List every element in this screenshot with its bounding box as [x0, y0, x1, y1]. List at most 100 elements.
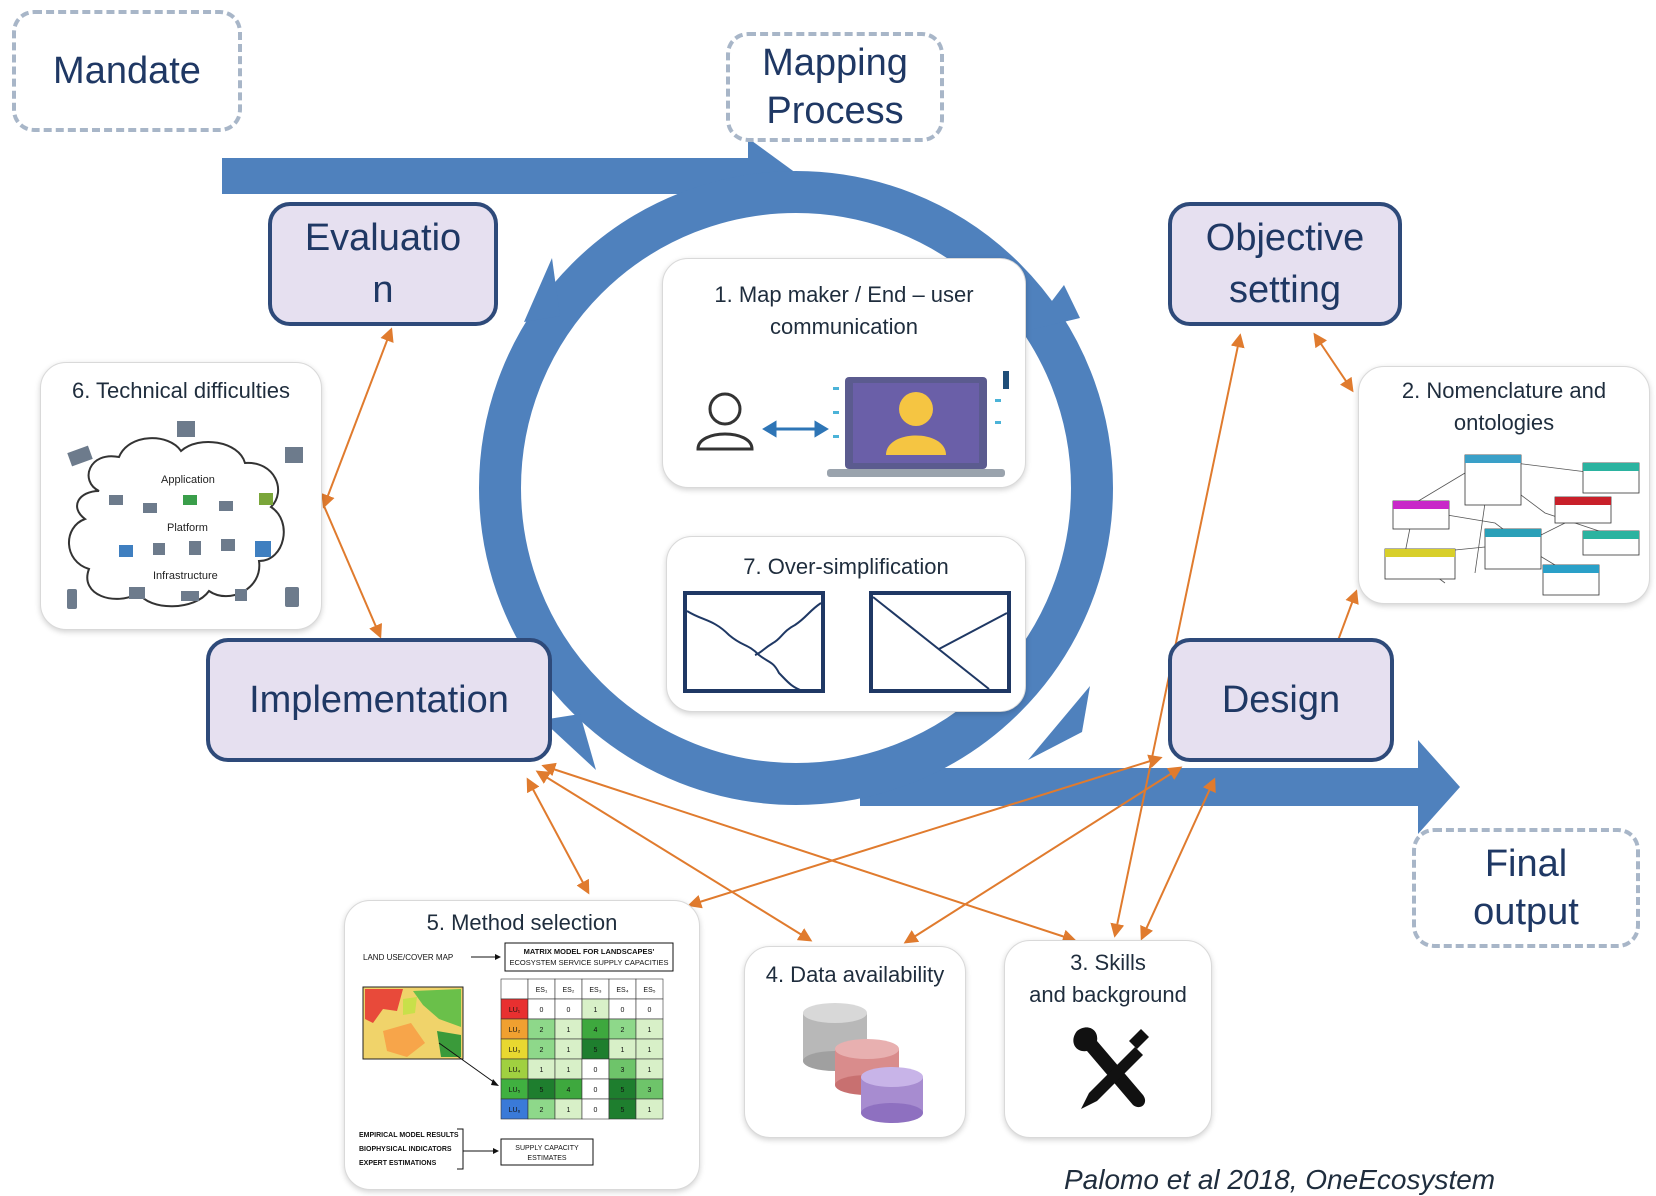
input-expert: EXPERT ESTIMATIONS	[359, 1160, 437, 1167]
stage-implementation-text: Implementation	[249, 679, 509, 721]
challenge-skills-title: 3. Skills and background	[1005, 947, 1211, 1011]
method-figure: LAND USE/COVER MAP MATRIX MODEL FOR LAND…	[359, 942, 674, 1170]
ontology-classes	[1384, 454, 1640, 596]
link-design-data	[903, 766, 1183, 944]
citation-text: Palomo et al 2018, OneEcosystem	[1064, 1164, 1496, 1195]
matrix-title-line-1: MATRIX MODEL FOR LANDSCAPES'	[524, 947, 655, 956]
matrix-cell-value: 5	[594, 1047, 598, 1054]
matrix-cell-value: 2	[540, 1107, 544, 1114]
laptop-icon	[827, 377, 1005, 477]
matrix-cell-value: 4	[567, 1087, 571, 1094]
matrix-cell-value: 0	[567, 1007, 571, 1014]
matrix-cell-value: 5	[621, 1107, 625, 1114]
link-technical-implementation	[323, 505, 382, 639]
complex-boundary-map	[683, 591, 825, 693]
oversimplification-illustration	[683, 591, 1011, 693]
double-arrow-icon	[762, 420, 829, 438]
matrix-row-label: LU₂	[509, 1027, 521, 1034]
matrix-cell-value: 1	[594, 1007, 598, 1014]
stage-objective-setting: Objective setting	[1168, 202, 1402, 326]
mapping-process-label: Mapping Process	[726, 32, 944, 142]
matrix-cell-value: 0	[648, 1007, 652, 1014]
matrix-cell-value: 0	[540, 1007, 544, 1014]
matrix-cell-value: 1	[567, 1047, 571, 1054]
link-objective-skills	[1110, 333, 1245, 938]
challenge-technical-card: 6. Technical difficulties Application Pl…	[40, 362, 322, 630]
matrix-cell-value: 2	[540, 1047, 544, 1054]
cloud-shape	[68, 437, 285, 608]
tools-icon	[1073, 1027, 1149, 1109]
challenge-nomenclature-title-line-2: ontologies	[1453, 410, 1555, 435]
link-evaluation-technical	[321, 327, 394, 509]
challenge-oversimplification-card: 7. Over-simplification	[666, 536, 1026, 712]
matrix-cell-value: 0	[594, 1067, 598, 1074]
matrix-cell-value: 1	[621, 1047, 625, 1054]
mandate-text: Mandate	[53, 50, 201, 92]
challenge-nomenclature-title: 2. Nomenclature and ontologies	[1359, 375, 1649, 439]
mapping-process-line-2: Process	[766, 90, 904, 132]
challenge-communication-title-line-2: communication	[770, 314, 918, 339]
matrix-cell-value: 1	[648, 1067, 652, 1074]
challenge-skills-title-line-2: and background	[1029, 982, 1187, 1007]
stage-design: Design	[1168, 638, 1394, 762]
challenge-data-title: 4. Data availability	[765, 962, 945, 987]
cloud-label-application: Application	[161, 474, 215, 486]
challenge-method-card: 5. Method selection LAND USE/COVER MAP M…	[344, 900, 700, 1190]
communication-illustration	[696, 371, 1009, 477]
matrix-cell-value: 3	[648, 1087, 652, 1094]
screwdriver-icon	[1081, 1029, 1149, 1109]
output-label-line-2: ESTIMATES	[527, 1155, 566, 1162]
matrix-cell-value: 1	[540, 1067, 544, 1074]
wrench-icon	[1073, 1027, 1146, 1108]
matrix-cell-value: 1	[648, 1047, 652, 1054]
relationship-links	[321, 327, 1359, 944]
link-objective-nomenclature	[1313, 332, 1354, 393]
matrix-col-label: ES₃	[589, 987, 601, 994]
matrix-cell-value: 1	[567, 1027, 571, 1034]
matrix-col-label: ES₄	[616, 987, 628, 994]
matrix-cell-value: 2	[621, 1027, 625, 1034]
challenge-nomenclature-card: 2. Nomenclature and ontologies	[1358, 366, 1650, 604]
database-icon	[803, 1003, 923, 1123]
mandate-label: Mandate	[12, 10, 242, 132]
land-use-label: LAND USE/COVER MAP	[363, 953, 453, 962]
ontology-diagram-illustration	[1384, 454, 1640, 596]
matrix-row-label: LU₆	[509, 1107, 521, 1114]
matrix-cell-value: 0	[621, 1007, 625, 1014]
challenge-skills-card: 3. Skills and background	[1004, 940, 1212, 1138]
matrix-cell-value: 5	[621, 1087, 625, 1094]
challenge-communication-title: 1. Map maker / End – user communication	[663, 279, 1025, 343]
cloud-computing-illustration: Application Platform Infrastructure	[67, 421, 303, 609]
matrix-cell-value: 1	[648, 1027, 652, 1034]
challenge-nomenclature-title-line-1: 2. Nomenclature and	[1401, 378, 1607, 403]
matrix-col-label: ES₅	[643, 987, 655, 994]
matrix-col-label: ES₁	[536, 987, 548, 994]
challenge-data-card: 4. Data availability	[744, 946, 966, 1138]
database-purple	[861, 1067, 923, 1123]
simplified-boundary-map	[869, 591, 1011, 693]
matrix-col-label: ES₂	[562, 987, 574, 994]
signal-icons	[833, 371, 1009, 438]
matrix-cell-value: 2	[540, 1027, 544, 1034]
stage-design-text: Design	[1221, 679, 1341, 721]
stage-evaluation-line-2: n	[372, 269, 394, 311]
matrix-cell-value: 5	[540, 1087, 544, 1094]
input-biophysical: BIOPHYSICAL INDICATORS	[359, 1146, 452, 1153]
final-output-line-2: output	[1473, 891, 1579, 933]
user-icon	[696, 392, 754, 451]
final-output-line-1: Final	[1484, 843, 1568, 885]
stage-evaluation: Evaluatio n	[268, 202, 498, 326]
land-use-map	[362, 986, 464, 1060]
challenge-communication-card: 1. Map maker / End – user communication	[662, 258, 1026, 488]
matrix-title-line-2: ECOSYSTEM SERVICE SUPPLY CAPACITIES	[509, 958, 668, 967]
matrix-cell-value: 1	[648, 1107, 652, 1114]
input-empirical: EMPIRICAL MODEL RESULTS	[359, 1132, 459, 1139]
matrix-row-label: LU₃	[509, 1047, 521, 1054]
matrix-cell-value: 1	[567, 1107, 571, 1114]
matrix-row-label: LU₄	[509, 1067, 521, 1074]
matrix-cell-value: 1	[567, 1067, 571, 1074]
matrix-cell	[635, 1098, 664, 1120]
